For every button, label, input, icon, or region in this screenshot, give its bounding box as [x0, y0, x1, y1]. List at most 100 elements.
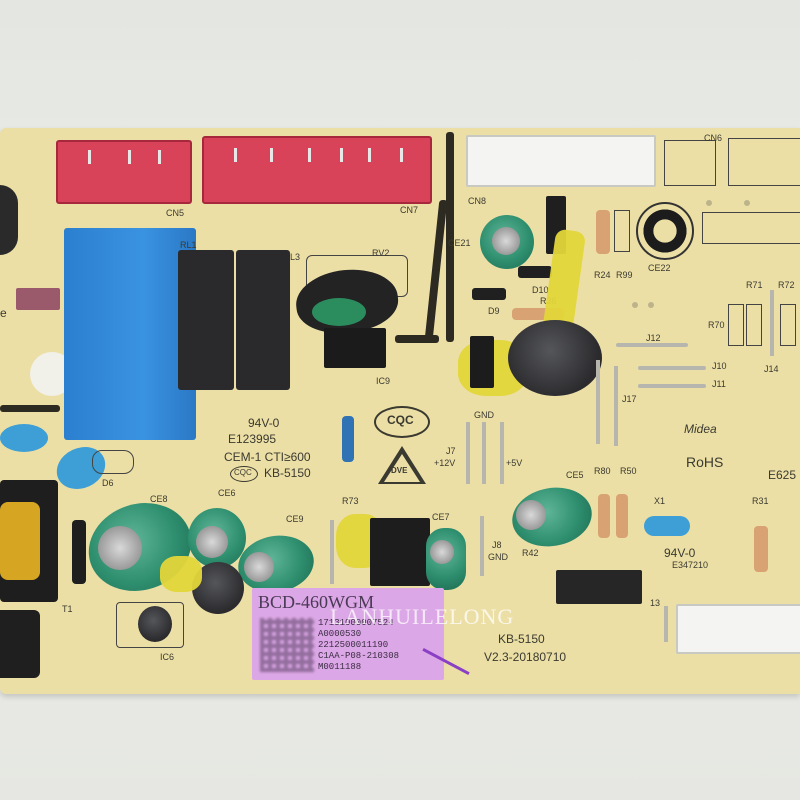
connector-pin — [128, 150, 131, 164]
silk-plus12v: +12V — [434, 458, 456, 468]
transformer-coil — [0, 502, 40, 580]
diode-outline — [92, 450, 134, 474]
silk-cn13: 13 — [650, 598, 661, 608]
silk-gnd-2: GND — [488, 552, 508, 562]
jumper — [466, 422, 470, 484]
silk-gnd: GND — [474, 410, 494, 420]
silk-r70: R70 — [708, 320, 725, 330]
silk-rv2: RV2 — [372, 248, 390, 258]
connector-cn5 — [56, 140, 192, 204]
silk-r71: R71 — [746, 280, 763, 290]
resistor-vertical — [342, 416, 354, 462]
mounting-hole — [632, 302, 638, 308]
jumper — [638, 384, 706, 388]
silk-d10: D10 — [532, 285, 549, 295]
silk-ce5: CE5 — [566, 470, 584, 480]
ic-chip — [324, 328, 386, 368]
silk-j17: J17 — [622, 394, 637, 404]
connector-pin — [308, 148, 311, 162]
connector-pin — [340, 148, 343, 162]
cqc-mark-big — [374, 406, 430, 438]
mounting-hole — [648, 302, 654, 308]
silk-ce7: CE7 — [432, 512, 450, 522]
silk-cn7: CN7 — [400, 205, 419, 215]
sticker-line4: C1AA-P08-210308 — [318, 651, 400, 661]
silk-r99: R99 — [616, 270, 633, 280]
varistor-top — [312, 298, 366, 326]
mounting-hole — [744, 200, 750, 206]
regulator — [370, 518, 430, 586]
model-sticker: BCD-460WGM 17131000007524 A0000530 22125… — [252, 588, 444, 680]
connector-cn7 — [202, 136, 432, 204]
trace — [446, 132, 454, 342]
left-edge-component — [0, 185, 18, 255]
silk-dve: DVE — [391, 466, 408, 475]
ic-transistor — [138, 606, 172, 642]
silk-cn5: CN5 — [166, 208, 185, 218]
silk-ce6: CE6 — [218, 488, 236, 498]
silk-r42: R42 — [522, 548, 539, 558]
capacitor-top — [516, 500, 546, 530]
yellow-glue — [160, 556, 202, 592]
silk-board-id-2: KB-5150 — [498, 632, 545, 646]
jumper — [770, 290, 774, 356]
silk-d9: D9 — [488, 306, 500, 316]
jumper — [616, 343, 688, 347]
resistor — [596, 210, 610, 254]
connector-pin — [88, 150, 91, 164]
connector-pin — [368, 148, 371, 162]
silk-d6: D6 — [102, 478, 114, 488]
silk-ce9: CE9 — [286, 514, 304, 524]
silk-r80: R80 — [594, 466, 611, 476]
component-outline — [728, 138, 800, 186]
silk-cn6: CN6 — [704, 133, 723, 143]
fuse-holder — [16, 288, 60, 310]
jumper — [482, 422, 486, 484]
resistor — [598, 494, 610, 538]
white-connector — [676, 604, 800, 654]
silk-j12: J12 — [646, 333, 661, 343]
silk-ce21: CE21 — [448, 238, 471, 248]
capacitor-top — [492, 227, 520, 255]
silk-ce22: CE22 — [648, 263, 671, 273]
resistor — [754, 526, 768, 572]
connector-pin — [270, 148, 273, 162]
silk-r73: R73 — [342, 496, 359, 506]
ic-outline — [116, 602, 184, 648]
resistor-outline — [728, 304, 744, 346]
silk-r31: R31 — [752, 496, 769, 506]
silk-fragment: e — [0, 306, 7, 320]
qr-code — [260, 618, 314, 672]
silk-e625: E625 — [768, 468, 797, 482]
sticker-model: BCD-460WGM — [258, 592, 374, 612]
diode — [472, 288, 506, 300]
silk-j8: J8 — [492, 540, 502, 550]
silk-j7: J7 — [446, 446, 456, 456]
resistor-outline — [780, 304, 796, 346]
jumper — [614, 366, 618, 446]
blue-relay — [64, 228, 196, 440]
watermark: LANHUILELONG — [330, 604, 515, 629]
capacitor-top — [244, 552, 274, 582]
silk-cem: CEM-1 CTI≥600 — [224, 450, 311, 464]
silk-r24: R24 — [594, 270, 611, 280]
cqc-mark-small — [230, 466, 258, 482]
connector-pin — [400, 148, 403, 162]
silk-ic9: IC9 — [376, 376, 391, 386]
diode — [72, 520, 86, 584]
jumper — [500, 422, 504, 484]
silk-rohs: RoHS — [686, 454, 724, 470]
silk-r72: R72 — [778, 280, 795, 290]
silk-ic6: IC6 — [160, 652, 175, 662]
silk-x1: X1 — [654, 496, 666, 506]
jumper — [596, 360, 600, 444]
silk-ul-rating: 94V-0 — [248, 416, 280, 430]
trace — [395, 335, 439, 343]
blue-capacitor — [0, 424, 48, 452]
connector-pin — [158, 150, 161, 164]
component-outline — [702, 212, 800, 244]
sticker-line3: 2212500011190 — [318, 640, 389, 650]
sticker-line1: 17131000007524 — [318, 618, 394, 628]
mounting-hole — [706, 200, 712, 206]
